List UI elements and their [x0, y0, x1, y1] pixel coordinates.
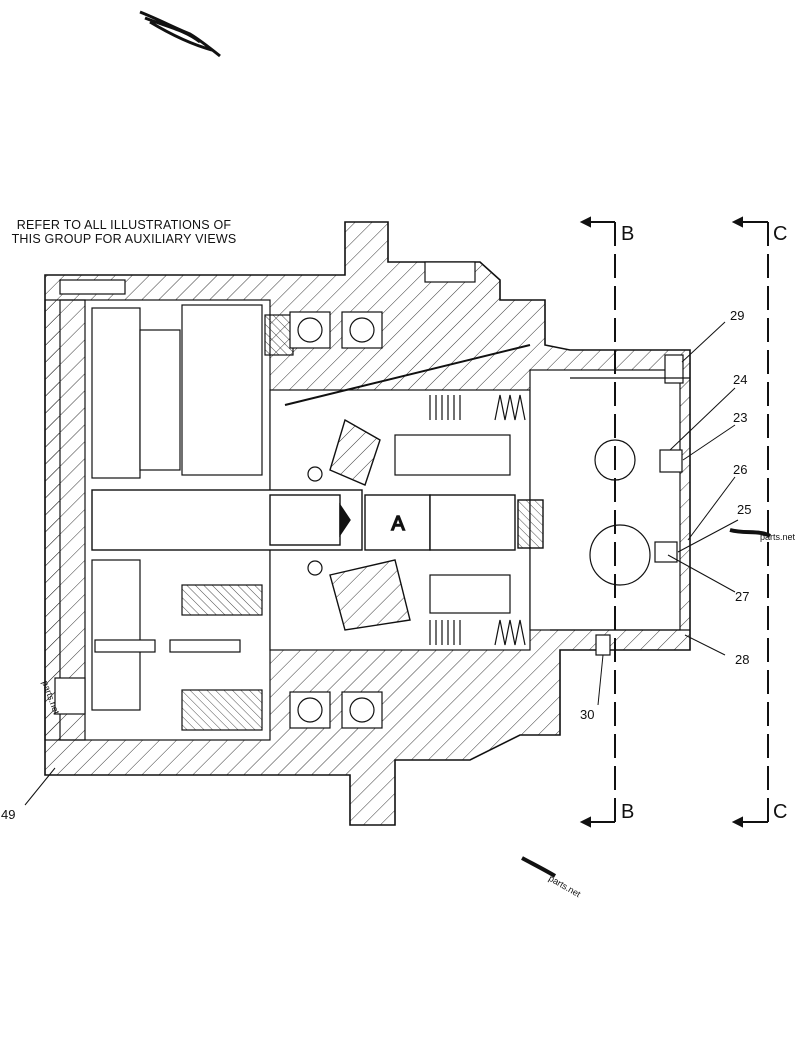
cover-bolt-top	[59, 279, 126, 295]
leader-30	[597, 654, 604, 706]
bearings	[289, 311, 383, 729]
bolt-lower-mid	[169, 639, 241, 653]
component-a-housing	[429, 494, 516, 551]
valve-ports	[550, 354, 690, 656]
watermark-right-text: parts.net	[760, 532, 796, 542]
leader-29	[681, 321, 726, 363]
bolt-lower-left	[94, 639, 156, 653]
leader-25	[677, 519, 739, 553]
gear-sets	[91, 304, 294, 731]
bearing-ball-top-1	[297, 317, 323, 343]
callout-27: 27	[735, 589, 749, 604]
callout-23: 23	[733, 410, 747, 425]
callout-25: 25	[737, 502, 751, 517]
plug-29	[664, 354, 684, 384]
leader-28	[684, 634, 726, 656]
plug-25	[654, 541, 678, 563]
section-b-bottom-head	[579, 816, 591, 828]
leader-26	[687, 476, 736, 541]
note-line-1: REFER TO ALL ILLUSTRATIONS OF	[16, 218, 232, 232]
section-b-top-head	[579, 216, 591, 228]
disc-pack-lower	[429, 620, 461, 645]
leader-23	[682, 424, 736, 461]
section-c-bottom-label: C	[773, 801, 787, 823]
leader-24	[669, 387, 736, 451]
callout-30: 30	[580, 707, 594, 722]
leader-49	[24, 767, 56, 806]
gear-block-4	[91, 559, 141, 711]
section-b-bottom-label: B	[621, 801, 634, 823]
section-b-top-label: B	[621, 223, 634, 245]
watermark-right-scribble	[729, 528, 772, 538]
callout-28: 28	[735, 652, 749, 667]
component-a: A	[364, 494, 544, 551]
shaft-tip	[339, 502, 351, 538]
callout-24: 24	[733, 372, 747, 387]
end-cover	[44, 279, 126, 741]
note-line-2: THIS GROUP FOR AUXILIARY VIEWS	[11, 232, 237, 246]
section-c-bottom-head	[731, 816, 743, 828]
push-rod	[284, 344, 531, 406]
watermark-bottom-text: parts.net	[547, 873, 583, 899]
watermark-bottom: parts.net	[521, 856, 583, 899]
needle-bearing-bottom	[307, 560, 323, 576]
callout-49: 49	[1, 807, 15, 822]
swash-plate	[329, 559, 411, 631]
bolt-upper-right	[424, 261, 476, 283]
callout-26: 26	[733, 462, 747, 477]
bearing-ball-bottom-1	[297, 697, 323, 723]
watermark-bottom-scribble	[521, 856, 557, 878]
end-cover-plate	[44, 299, 86, 741]
gear-block-7	[264, 314, 294, 356]
bearing-ball-bottom-2	[349, 697, 375, 723]
spring-lower	[494, 619, 526, 646]
springs	[429, 394, 526, 646]
gear-block-3	[181, 304, 263, 476]
swash-plate-upper	[329, 418, 381, 486]
shaft	[91, 489, 363, 551]
section-line-b	[579, 216, 616, 828]
section-c-top-head	[731, 216, 743, 228]
auxiliary-views-note: REFER TO ALL ILLUSTRATIONS OF THIS GROUP…	[4, 218, 244, 246]
gear-block-2	[139, 329, 181, 471]
pistons	[284, 344, 531, 614]
cover-plug-bottom	[54, 677, 86, 715]
port-lower	[589, 524, 651, 586]
top-scribble-mark	[139, 10, 221, 58]
spring-upper	[494, 394, 526, 421]
shaft-collar	[269, 494, 341, 546]
watermark-right: parts.net	[729, 528, 796, 542]
section-line-c	[731, 216, 769, 828]
gear-block-5	[181, 584, 263, 616]
component-a-body	[364, 494, 431, 551]
gear-block-1	[91, 307, 141, 479]
callout-leaders	[24, 321, 739, 806]
disc-pack-upper	[429, 395, 461, 420]
bolts	[94, 261, 476, 653]
gear-block-6	[181, 689, 263, 731]
component-a-label: A	[391, 513, 405, 535]
component-a-seal	[517, 499, 544, 549]
leader-27	[667, 554, 736, 593]
valve-block-cavity	[529, 369, 681, 631]
bearing-ball-top-2	[349, 317, 375, 343]
plug-23	[659, 449, 683, 473]
callout-29: 29	[730, 308, 744, 323]
piston-lower	[429, 574, 511, 614]
piston-upper	[394, 434, 511, 476]
needle-bearing-top	[307, 466, 323, 482]
plug-30	[595, 634, 611, 656]
section-c-top-label: C	[773, 223, 787, 245]
